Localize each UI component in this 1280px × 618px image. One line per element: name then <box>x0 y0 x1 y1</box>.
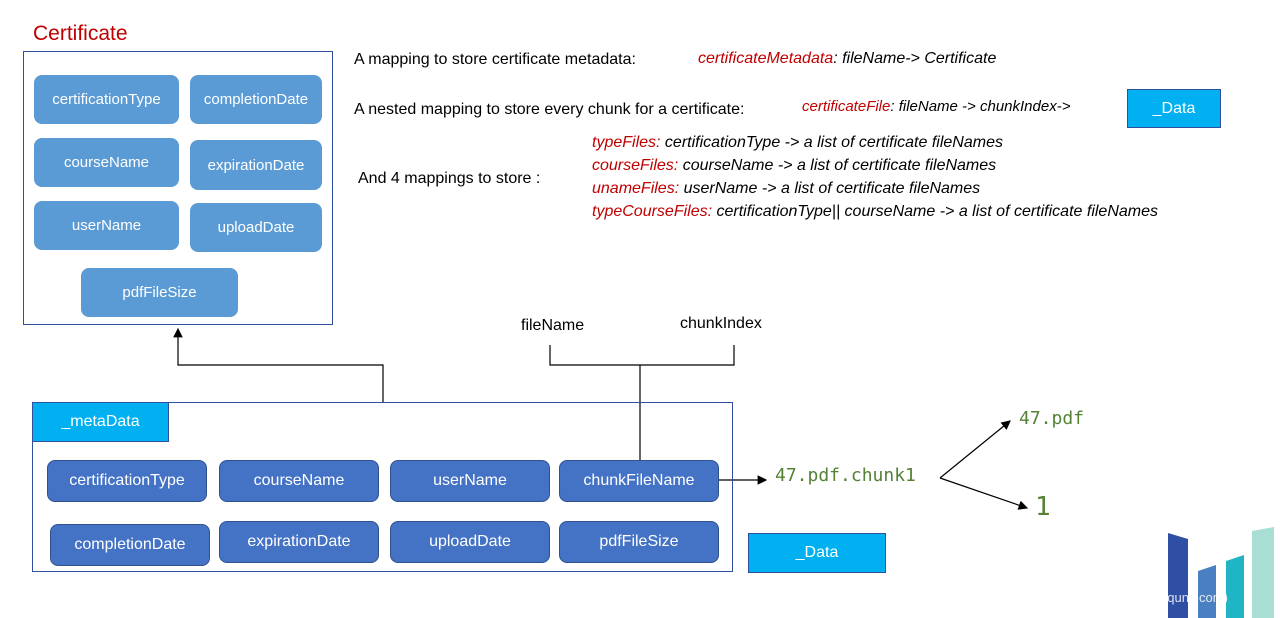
chunk-index-key-label: chunkIndex <box>680 315 762 332</box>
metadata-mapping-rest: : fileName-> Certificate <box>833 50 997 67</box>
four-mappings-item-courseFiles: courseFiles: courseName -> a list of cer… <box>592 157 996 175</box>
file-name-example: 47.pdf <box>1019 408 1085 429</box>
four-mappings-item-typeCourseFiles: typeCourseFiles: certificationType|| cou… <box>592 203 1158 221</box>
certificate-field-courseName: courseName <box>34 138 179 187</box>
four-mappings-item-rest: courseName -> a list of certificate file… <box>678 157 997 174</box>
metadata-field-userName: userName <box>390 460 550 502</box>
certificate-field-expirationDate: expirationDate <box>190 140 322 190</box>
four-mappings-item-rest: userName -> a list of certificate fileNa… <box>679 180 981 197</box>
brand-logo-icon <box>1168 527 1274 618</box>
certificate-field-userName: userName <box>34 201 179 250</box>
metadata-mapping-definition: certificateMetadata: fileName-> Certific… <box>698 50 996 68</box>
metadata-field-expirationDate: expirationDate <box>219 521 379 563</box>
file-mapping-name: certificateFile <box>802 98 891 115</box>
four-mappings-item-name: courseFiles: <box>592 157 679 174</box>
file-mapping-description: A nested mapping to store every chunk fo… <box>354 101 745 118</box>
certificate-field-pdfFileSize: pdfFileSize <box>81 268 238 317</box>
metadata-field-certificationType: certificationType <box>47 460 207 502</box>
chunk-name-example: 47.pdf.chunk1 <box>775 465 916 486</box>
four-mappings-item-name: typeFiles: <box>592 134 661 151</box>
metadata-field-courseName: courseName <box>219 460 379 502</box>
data-struct-box: _Data <box>748 533 886 573</box>
metadata-to-certificate-arrow <box>173 327 384 403</box>
metadata-field-uploadDate: uploadDate <box>390 521 550 563</box>
file-mapping-rest: : fileName -> chunkIndex-> <box>890 98 1071 115</box>
split-to-index-arrow <box>939 477 1029 510</box>
file-mapping-definition: certificateFile: fileName -> chunkIndex-… <box>802 98 1070 115</box>
four-mappings-item-unameFiles: unameFiles: userName -> a list of certif… <box>592 180 980 198</box>
metadata-field-chunkFileName: chunkFileName <box>559 460 719 502</box>
four-mappings-item-rest: certificationType|| courseName -> a list… <box>712 203 1158 220</box>
certificate-field-uploadDate: uploadDate <box>190 203 322 252</box>
split-to-filename-arrow <box>939 420 1011 479</box>
file-mapping-data-box: _Data <box>1127 89 1221 128</box>
metadata-mapping-description: A mapping to store certificate metadata: <box>354 51 636 68</box>
chunk-index-example: 1 <box>1035 492 1051 522</box>
metadata-struct-box <box>32 402 733 572</box>
metadata-field-pdfFileSize: pdfFileSize <box>559 521 719 563</box>
four-mappings-item-name: typeCourseFiles: <box>592 203 713 220</box>
metadata-mapping-name: certificateMetadata <box>698 50 834 67</box>
watermark-text: aqunk com) <box>1160 590 1228 605</box>
key-bracket <box>549 345 735 366</box>
four-mappings-description: And 4 mappings to store : <box>358 170 541 187</box>
certificate-field-completionDate: completionDate <box>190 75 322 124</box>
metadata-struct-title: _metaData <box>32 402 169 442</box>
four-mappings-item-name: unameFiles: <box>592 180 680 197</box>
four-mappings-item-rest: certificationType -> a list of certifica… <box>660 134 1003 151</box>
file-name-key-label: fileName <box>521 317 585 334</box>
metadata-field-completionDate: completionDate <box>50 524 210 566</box>
certificate-title: Certificate <box>33 22 128 45</box>
four-mappings-item-typeFiles: typeFiles: certificationType -> a list o… <box>592 134 1003 152</box>
certificate-field-certificationType: certificationType <box>34 75 179 124</box>
